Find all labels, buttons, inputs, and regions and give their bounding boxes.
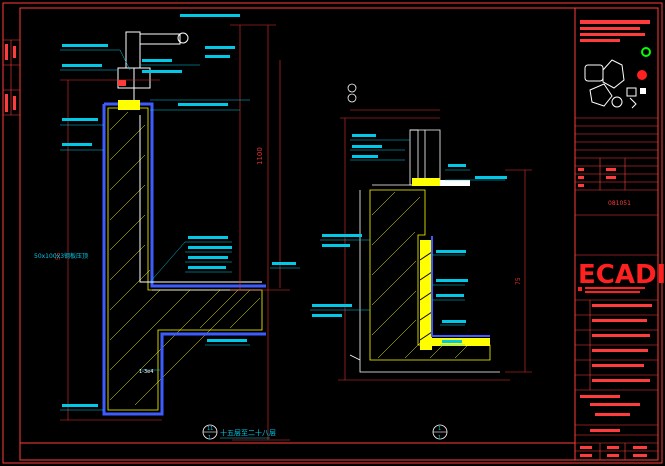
left-anchor xyxy=(118,80,126,86)
left-railing xyxy=(117,31,189,100)
left-note-steel-cap: 50x100x3钢板压顶 xyxy=(34,252,88,260)
right-coping xyxy=(412,178,440,186)
left-leaders xyxy=(60,49,300,411)
ecadi-logo: ECADI xyxy=(578,260,665,293)
key-plan xyxy=(584,59,637,109)
logo-text: ECADI xyxy=(578,260,665,290)
left-coping xyxy=(118,100,140,110)
project-code: 081051 xyxy=(608,200,631,207)
left-callout-bottom: 1 xyxy=(208,435,211,441)
left-detail-title: 十五层至二十八层 xyxy=(220,428,276,437)
title-block xyxy=(575,117,658,460)
left-detail: 1100 55 xyxy=(34,14,300,441)
right-callout-bottom: 1 xyxy=(438,435,441,441)
left-concrete-hatch xyxy=(109,111,261,406)
left-callout: 11 1 十五层至二十八层 xyxy=(202,424,276,441)
left-width-dim: 55 xyxy=(55,252,62,260)
left-small-note: 1-3e4 xyxy=(139,369,153,375)
right-note-blocks xyxy=(312,134,507,343)
left-margin-text xyxy=(5,44,16,112)
right-detail: 75 xyxy=(310,83,532,441)
left-dimensions xyxy=(60,24,290,441)
right-waterproof xyxy=(431,236,490,337)
right-leaders xyxy=(310,139,505,346)
left-note-blocks xyxy=(62,14,296,407)
left-margin-strip xyxy=(3,39,20,116)
right-height-dim: 75 xyxy=(515,277,522,285)
left-finish-line xyxy=(139,115,262,283)
left-callout-top: 11 xyxy=(207,426,213,432)
left-concrete-body xyxy=(107,107,263,411)
key-plan-marks xyxy=(637,47,651,94)
right-finish-strip xyxy=(420,240,432,350)
right-concrete-hatch xyxy=(371,191,469,359)
title-block-rows xyxy=(578,168,652,457)
right-ref-circles xyxy=(347,83,357,103)
left-height-dim: 1100 xyxy=(256,147,264,165)
right-callout: 1 1 xyxy=(432,424,448,441)
company-block xyxy=(580,20,650,42)
right-dimensions xyxy=(338,109,532,381)
right-callout-top: 1 xyxy=(438,426,441,432)
